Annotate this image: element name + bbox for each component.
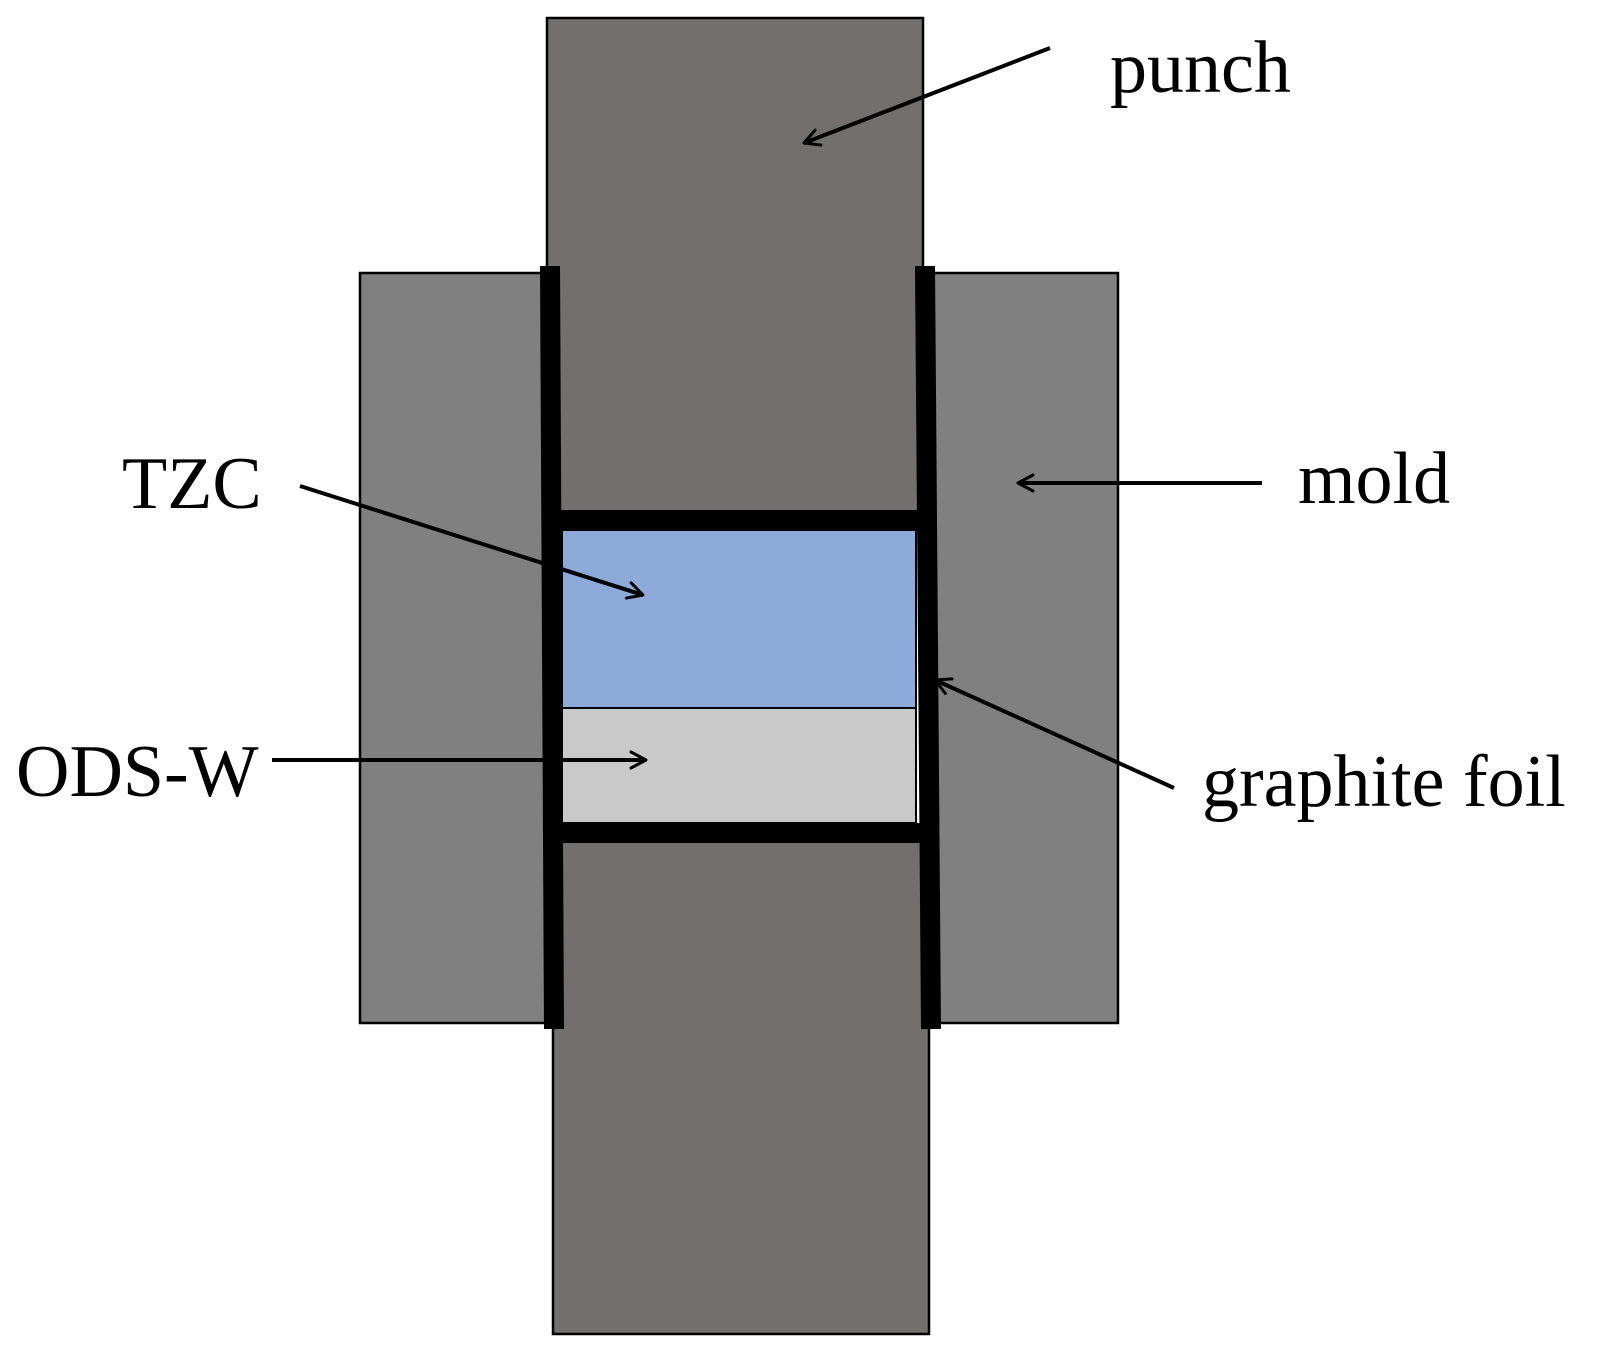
tzc-label: TZC: [122, 443, 262, 525]
mold-label: mold: [1298, 438, 1450, 520]
tzc-layer: [561, 529, 917, 709]
graphite-foil-right: [915, 265, 941, 1030]
upper-punch: [545, 16, 925, 523]
ods-w-layer: [561, 707, 917, 824]
punch-arrow: [802, 46, 1051, 147]
ods-w-label: ODS-W: [16, 731, 259, 813]
graphite-foil-bottom: [558, 823, 922, 843]
tzc-arrow: [299, 484, 645, 600]
mold-left: [358, 271, 556, 1025]
lower-punch: [551, 832, 931, 1336]
graphite-foil-arrow: [933, 677, 1175, 790]
graphite-foil-label: graphite foil: [1202, 741, 1566, 823]
mold-right: [924, 271, 1120, 1025]
punch-label: punch: [1110, 27, 1291, 109]
graphite-foil-left: [540, 265, 564, 1030]
graphite-foil-top: [558, 510, 922, 530]
